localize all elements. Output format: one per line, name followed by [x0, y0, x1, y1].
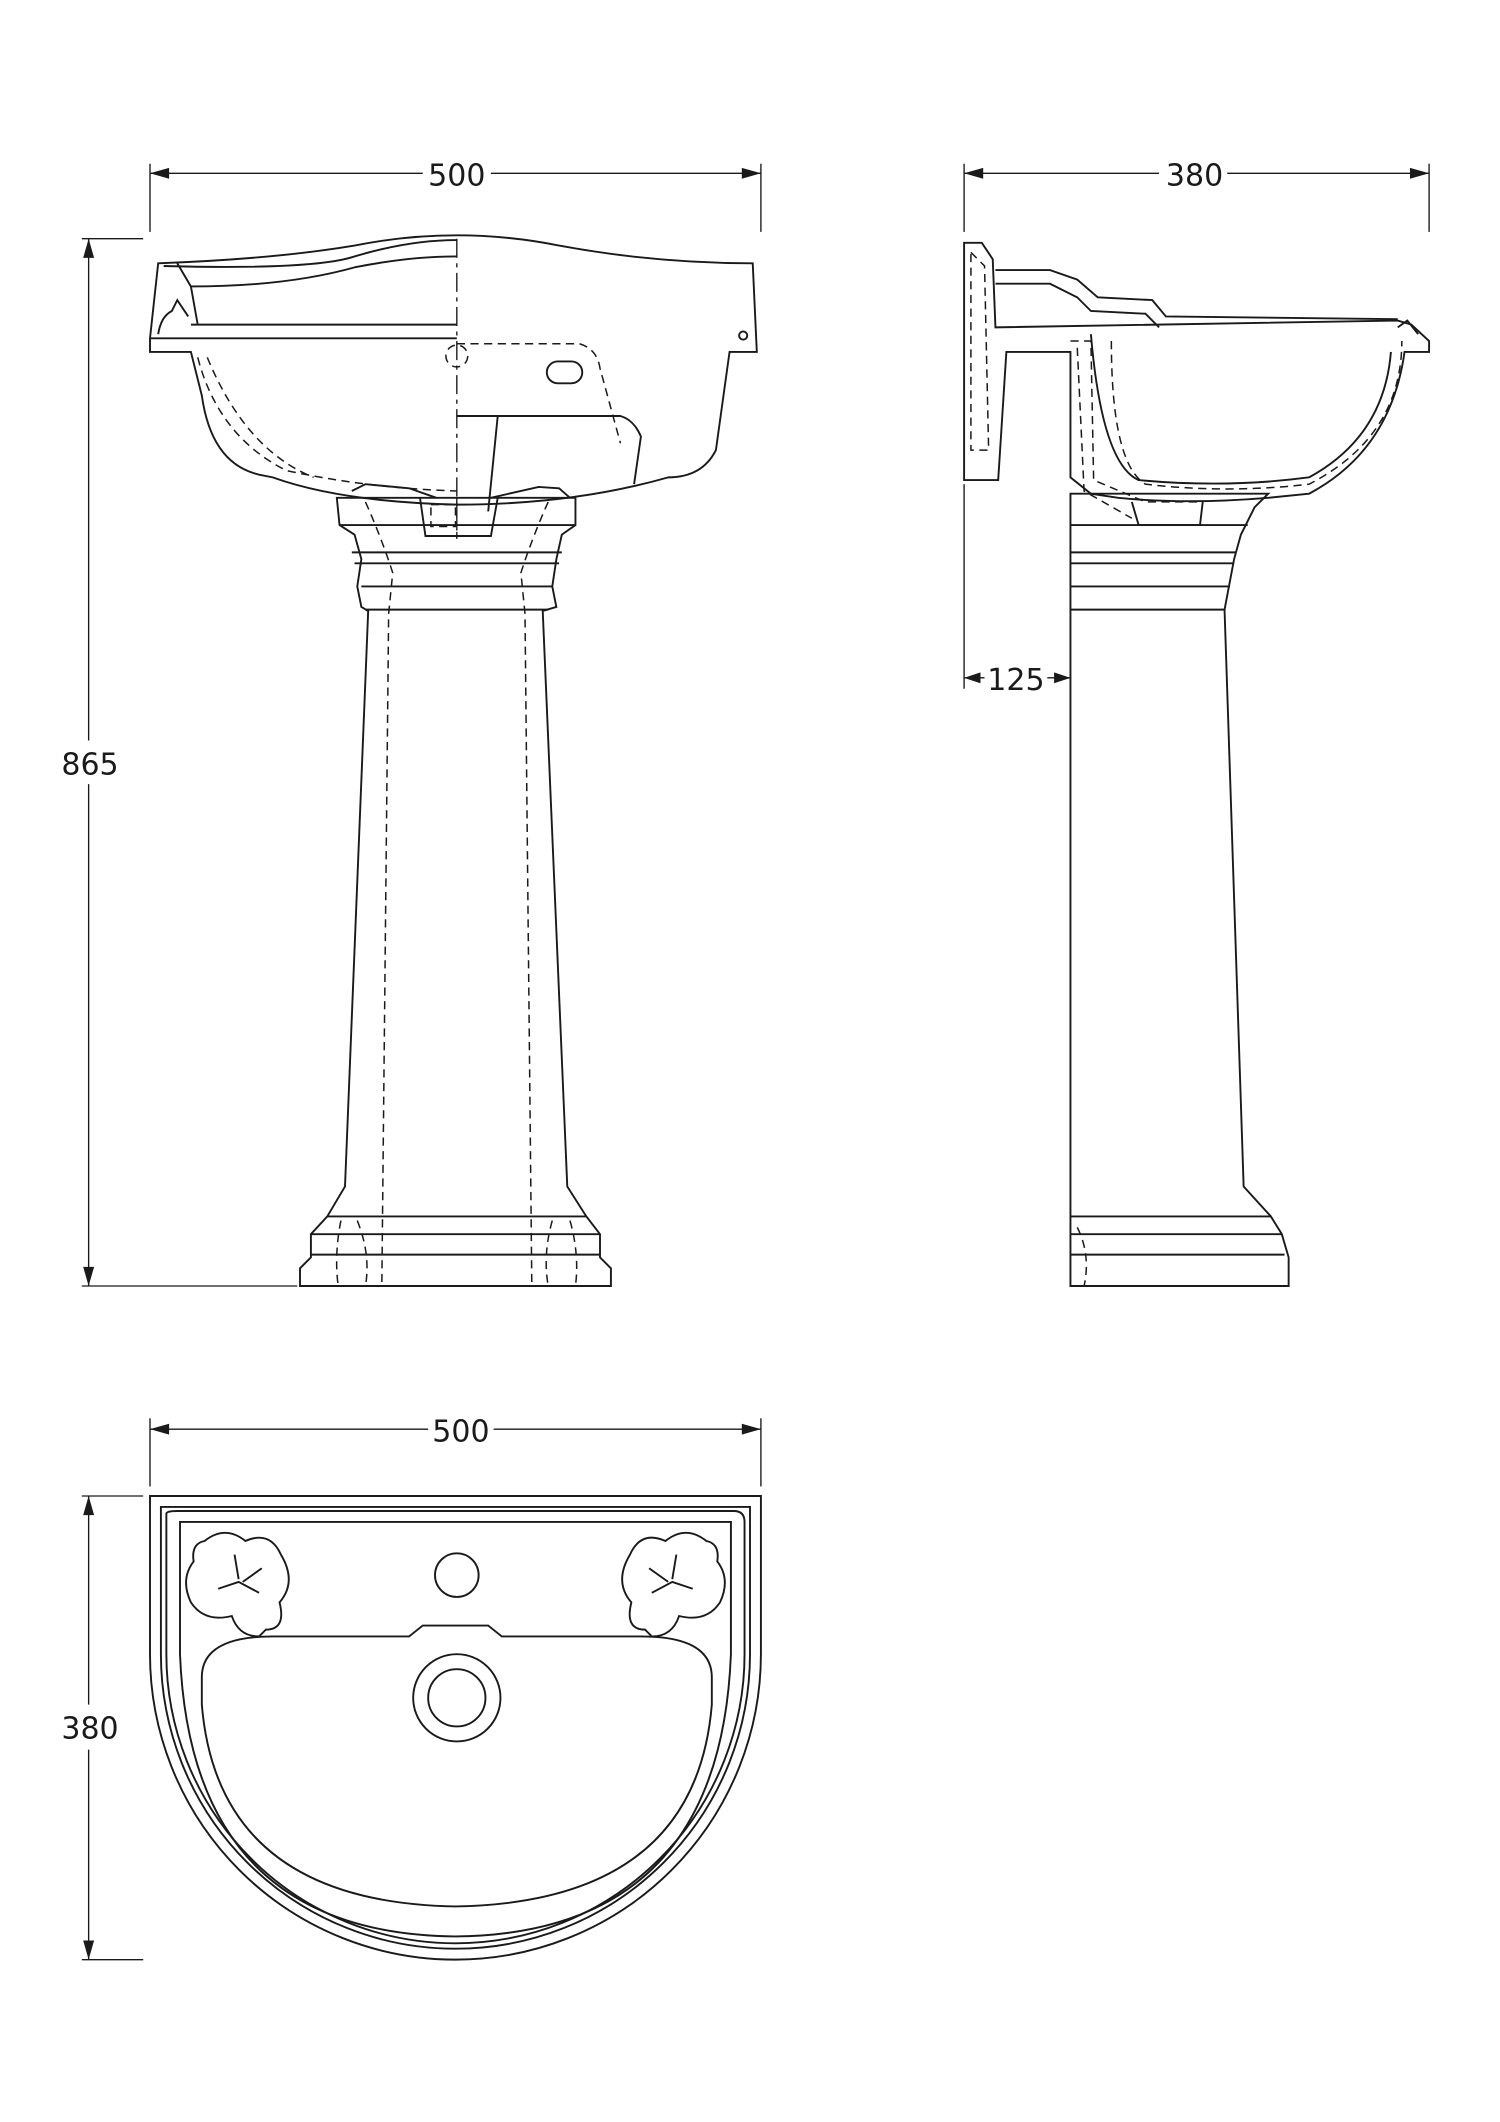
side-depth-dimension: 380 — [963, 159, 1430, 232]
top-view: 500 380 — [61, 1414, 762, 1961]
top-width-dimension: 500 — [149, 1414, 762, 1487]
basin-top — [149, 1495, 762, 1961]
top-depth-label: 380 — [61, 1712, 118, 1747]
tap-hole-left — [185, 1531, 290, 1638]
front-height-dimension: 865 — [61, 238, 298, 1287]
front-width-dimension: 500 — [149, 159, 762, 232]
pedestal-side — [1069, 492, 1290, 1287]
front-height-label: 865 — [61, 748, 118, 783]
basin-side — [963, 241, 1431, 519]
side-view: 380 125 — [963, 159, 1431, 1287]
side-depth-label: 380 — [1166, 159, 1223, 194]
wall-offset-dimension: 125 — [963, 484, 1071, 698]
front-view: 500 865 — [61, 159, 762, 1287]
front-width-label: 500 — [428, 159, 485, 194]
top-width-label: 500 — [432, 1414, 489, 1449]
wall-offset-label: 125 — [987, 663, 1044, 698]
pedestal-front — [299, 483, 612, 1287]
basin-front — [149, 234, 758, 539]
tap-hole-right — [621, 1531, 726, 1638]
top-depth-dimension: 380 — [61, 1495, 144, 1961]
